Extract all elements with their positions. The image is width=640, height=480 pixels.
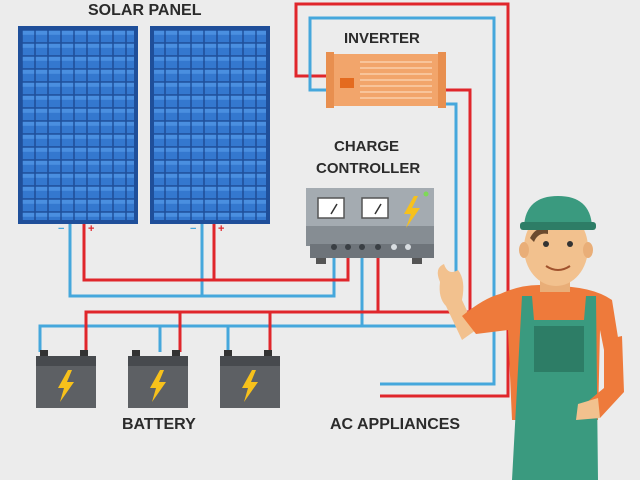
battery-icon-2	[128, 350, 188, 408]
terminal-pos-right: +	[218, 223, 224, 235]
worker-illustration	[437, 196, 624, 480]
solar-panel-right	[150, 26, 270, 224]
wire-battery-bus-positive	[84, 254, 380, 352]
terminal-neg-right: −	[190, 223, 196, 235]
inverter-icon	[326, 52, 446, 108]
wiring	[38, 2, 510, 398]
wire-inverter-negative	[362, 102, 458, 328]
battery-icon-1	[36, 350, 96, 408]
ac-appliances-label: AC APPLIANCES	[330, 416, 461, 433]
wire-battery-bus-negative	[38, 254, 364, 352]
battery-icon-3	[220, 350, 280, 408]
inverter-label: INVERTER	[344, 30, 420, 47]
panel-terminals: − + − +	[58, 223, 224, 235]
solar-panel-left	[18, 26, 138, 224]
wire-ac-red	[294, 2, 510, 398]
wire-inverter-positive	[378, 88, 472, 314]
solar-panel-label: SOLAR PANEL	[88, 2, 202, 19]
terminal-neg-left: −	[58, 223, 64, 235]
wire-ac-blue	[308, 16, 496, 386]
charge-controller-label-line1: CHARGE	[334, 138, 400, 155]
terminal-pos-left: +	[88, 223, 94, 235]
charge-controller-label-line2: CONTROLLER	[316, 160, 421, 177]
wire-panel-positive	[82, 222, 350, 282]
lightning-bolt-icon	[404, 196, 420, 228]
wire-panel-negative	[68, 222, 336, 298]
battery-label: BATTERY	[122, 416, 196, 433]
charge-controller-icon	[306, 188, 434, 264]
